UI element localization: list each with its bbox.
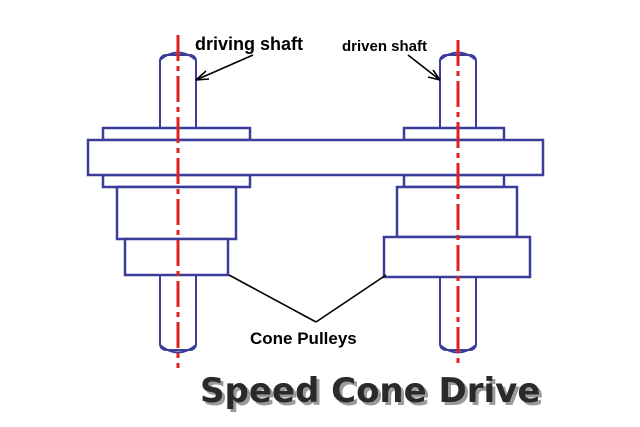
cone-pulleys-leader-left <box>228 274 317 323</box>
driven-shaft-arrowhead <box>427 69 441 81</box>
right-pulley-flange <box>402 173 506 189</box>
driving-shaft-leader <box>195 54 254 81</box>
right-pulley-top-step <box>402 126 506 142</box>
driven-shaft-leader <box>407 54 441 81</box>
driven-shaft-label: driven shaft <box>342 38 427 55</box>
cone-pulleys-leader-right <box>315 274 387 323</box>
driving-shaft-bottom-end <box>159 344 197 354</box>
cone-pulleys-label: Cone Pulleys <box>250 329 357 348</box>
driving-shaft-label: driving shaft <box>195 34 303 54</box>
diagram-title: Speed Cone Drive <box>200 371 540 411</box>
diagram-title-shadow: Speed Cone Drive <box>203 374 543 414</box>
driving-shaft-arrowhead <box>195 70 210 81</box>
drive-belt <box>86 138 545 177</box>
